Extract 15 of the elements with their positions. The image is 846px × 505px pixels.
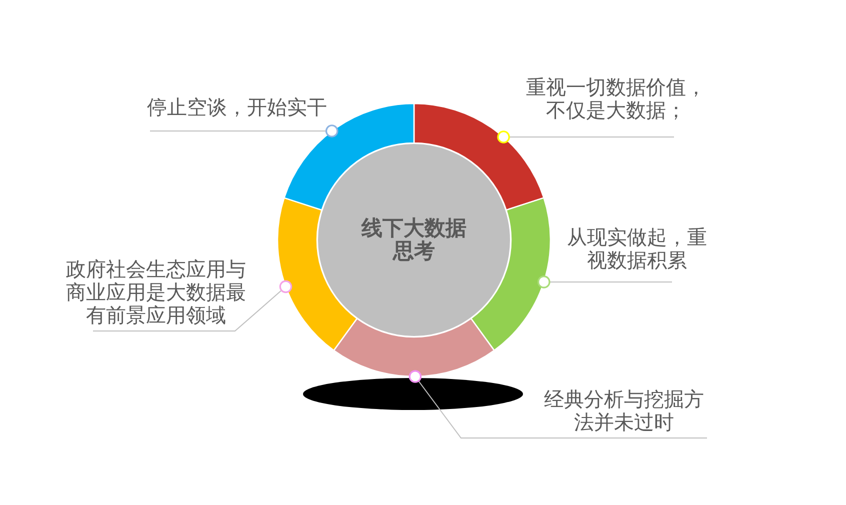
ring-segment [413,102,544,211]
ring-segment [470,197,551,352]
leader-line [538,276,672,288]
center-title: 线下大数据思考 [360,217,468,263]
callout-text: 经典分析与挖掘方法并未过时 [541,388,707,438]
leader-line [408,370,708,438]
leader-line [150,124,338,138]
callout-text: 从现实做起，重视数据积累 [564,226,710,282]
leader-line [92,280,292,332]
callout-text: 重视一切数据价值，不仅是大数据； [523,76,709,137]
ring-segment [333,318,495,378]
callout-text: 停止空谈，开始实干 [147,96,333,131]
callout-text: 政府社会生态应用与商业应用是大数据最有前景应用领域 [63,258,249,331]
ring-segment [277,197,358,352]
leader-line [497,130,674,144]
